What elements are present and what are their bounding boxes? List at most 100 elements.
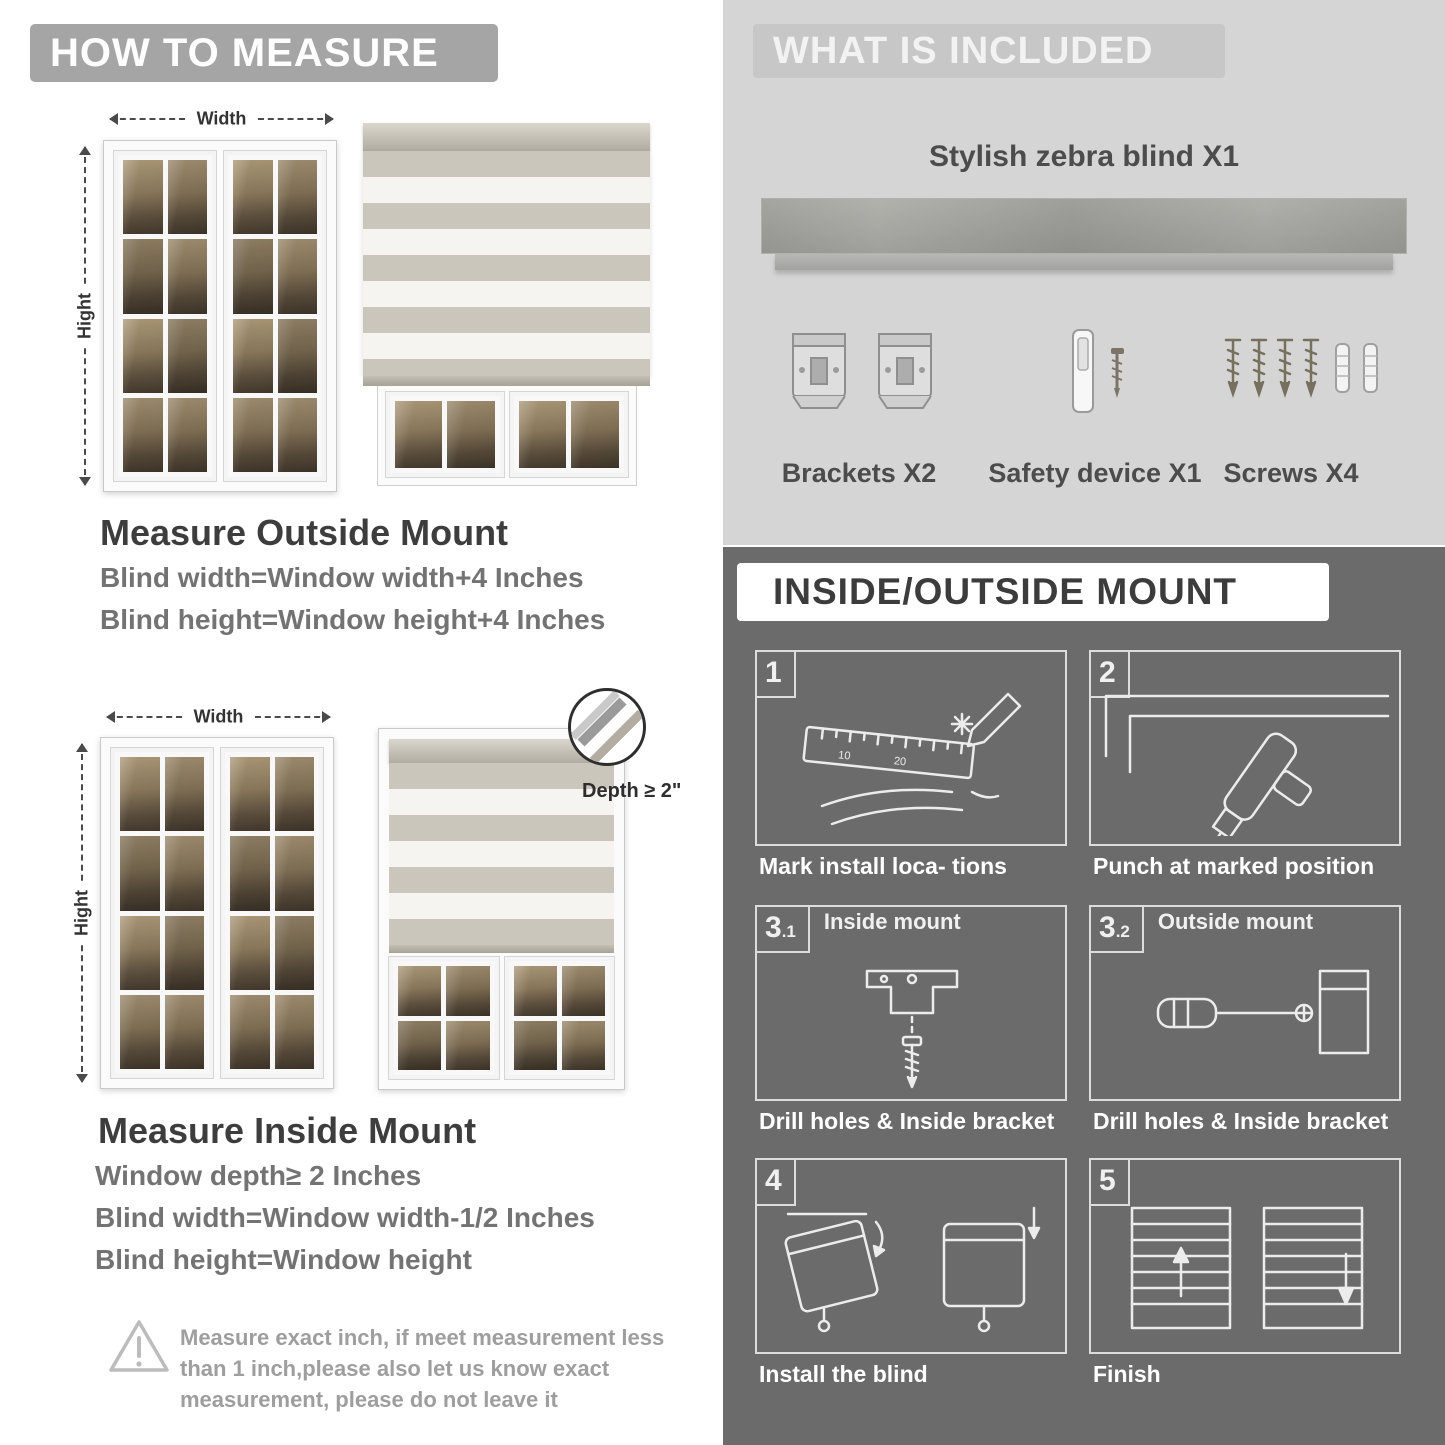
inside-rule-depth: Window depth≥ 2 Inches	[95, 1160, 422, 1191]
window-pane	[120, 915, 160, 990]
window-pane	[120, 836, 160, 911]
svg-text:10: 10	[838, 749, 851, 762]
drill-illustration	[1104, 694, 1390, 836]
inside-rule-width: Blind width=Window width-1/2 Inches	[95, 1202, 595, 1233]
window-pane	[518, 401, 566, 468]
zebra-blind-inside-mount	[378, 728, 625, 1090]
product-title: Stylish zebra blind X1	[928, 140, 1240, 173]
safety-device-label: Safety device X1	[988, 458, 1202, 488]
height-arrow: Hight	[74, 140, 96, 492]
blind-bottom-rail	[363, 376, 650, 386]
step-caption-1: Mark install loca- tions	[759, 853, 1007, 879]
window-sash	[113, 150, 217, 482]
mount-header: INSIDE/OUTSIDE MOUNT	[737, 563, 1329, 621]
step-caption-4: Install the blind	[759, 1361, 928, 1387]
zebra-blind-outside-mount	[363, 123, 650, 486]
step-box-5: 5	[1089, 1158, 1401, 1354]
window-photo-inside	[100, 737, 334, 1089]
window-sash	[220, 747, 324, 1079]
step-caption-2: Punch at marked position	[1093, 853, 1375, 879]
window-sash	[503, 956, 615, 1080]
step-caption-3-2: Drill holes & Inside bracket	[1093, 1108, 1389, 1134]
window-pane	[164, 994, 204, 1069]
window-pane	[167, 239, 207, 314]
step-caption-5: Finish	[1093, 1361, 1161, 1387]
step-box-3-2: 3.2 Outside mount	[1089, 905, 1401, 1101]
window-pane	[167, 318, 207, 393]
window-pane	[274, 757, 314, 832]
width-arrow: Width	[100, 706, 337, 728]
window-pane	[277, 160, 317, 235]
install-blind-illustration	[784, 1206, 1041, 1333]
window-sash	[223, 150, 327, 482]
how-to-measure-header: HOW TO MEASURE	[30, 24, 498, 82]
warning-line-1: Measure exact inch, if meet measurement …	[180, 1325, 665, 1350]
window-pane	[164, 836, 204, 911]
window-pane	[123, 318, 163, 393]
height-arrow-label: Hight	[74, 285, 96, 347]
outside-mount-heading: Measure Outside Mount	[100, 512, 509, 553]
window-pane	[233, 318, 273, 393]
window-pane	[446, 1020, 490, 1070]
step-title: Outside mount	[1157, 909, 1314, 934]
step-number: 3.2	[1091, 907, 1144, 953]
window-pane	[274, 836, 314, 911]
window-pane	[123, 397, 163, 472]
mark-location-illustration: 10 20	[802, 692, 1022, 826]
window-pane	[167, 160, 207, 235]
screws-icon	[1224, 338, 1378, 398]
blind-stripes	[363, 151, 650, 376]
window-lower-fragment	[376, 386, 637, 486]
step-caption-3-1: Drill holes & Inside bracket	[759, 1108, 1055, 1134]
window-pane	[120, 757, 160, 832]
window-sash	[110, 747, 214, 1079]
height-arrow-label: Hight	[71, 882, 93, 944]
zebra-blind-headrail-valance	[775, 254, 1393, 270]
safety-device-icon	[1072, 329, 1124, 413]
window-pane	[123, 239, 163, 314]
window-pane	[230, 836, 270, 911]
warning-line-2: than 1 inch,please also let us know exac…	[180, 1356, 610, 1381]
window-photo-outside	[103, 140, 337, 492]
window-pane	[233, 397, 273, 472]
width-arrow: Width	[103, 108, 340, 130]
window-pane	[513, 966, 557, 1016]
window-pane	[233, 239, 273, 314]
window-pane	[233, 160, 273, 235]
step-box-2: 2	[1089, 650, 1401, 846]
inside-bracket-illustration	[865, 969, 959, 1089]
blind-cassette	[363, 123, 650, 151]
step-number: 5	[1091, 1160, 1130, 1206]
outside-rule-height: Blind height=Window height+4 Inches	[100, 604, 606, 635]
inside-mount-heading: Measure Inside Mount	[98, 1110, 477, 1151]
screws-label: Screws X4	[1223, 458, 1359, 488]
step-title: Inside mount	[823, 909, 961, 934]
height-arrow: Hight	[71, 737, 93, 1089]
window-pane	[277, 318, 317, 393]
blind-stripes	[389, 763, 614, 945]
window-sash	[384, 391, 505, 478]
window-pane	[277, 239, 317, 314]
window-pane	[274, 994, 314, 1069]
window-pane	[230, 757, 270, 832]
window-pane	[277, 397, 317, 472]
brackets-label: Brackets X2	[781, 458, 937, 488]
window-pane	[571, 401, 619, 468]
window-pane	[561, 1020, 605, 1070]
finish-illustration	[1130, 1206, 1364, 1330]
depth-label: Depth ≥ 2"	[582, 780, 682, 802]
window-pane	[394, 401, 442, 468]
width-arrow-label: Width	[186, 108, 257, 130]
window-pane	[561, 966, 605, 1016]
window-pane	[230, 994, 270, 1069]
window-pane	[164, 757, 204, 832]
mount-instructions-panel: INSIDE/OUTSIDE MOUNT 1 10 20 Mark instal…	[723, 547, 1445, 1445]
warning-line-3: measurement, please do not leave it	[180, 1387, 558, 1412]
window-pane	[398, 966, 442, 1016]
window-pane	[167, 397, 207, 472]
window-pane	[230, 915, 270, 990]
width-arrow-label: Width	[183, 706, 254, 728]
step-box-1: 1 10 20	[755, 650, 1067, 846]
